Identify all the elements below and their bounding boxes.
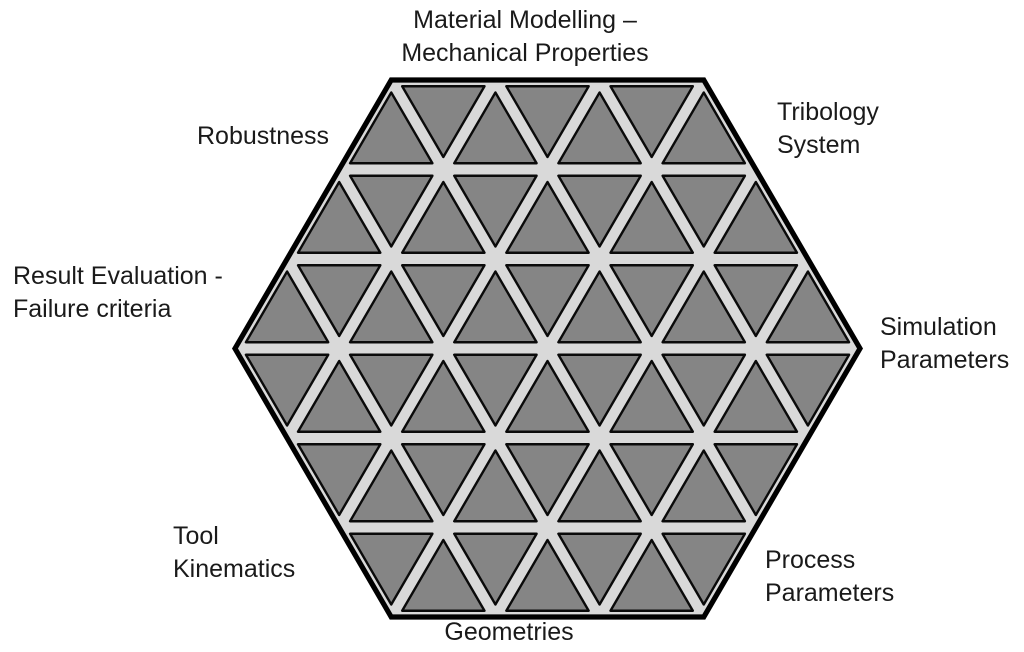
label-line: Kinematics	[173, 555, 296, 583]
mesh-triangle	[453, 270, 538, 344]
mesh-triangle	[400, 180, 486, 254]
hexagon-outline	[231, 77, 864, 620]
mesh-triangle	[400, 264, 486, 338]
mesh-triangle	[713, 264, 799, 338]
mesh-triangle	[296, 359, 382, 433]
mesh-triangle	[661, 353, 747, 427]
mesh-triangle	[713, 359, 799, 433]
mesh-triangle	[400, 538, 486, 612]
mesh-triangle	[348, 270, 434, 344]
mesh-triangle	[609, 264, 695, 338]
mesh-triangle	[453, 532, 538, 606]
mesh-triangle	[661, 532, 747, 606]
mesh-triangle	[296, 264, 382, 338]
mesh-triangle	[713, 443, 799, 517]
label-line: Tool	[173, 522, 219, 550]
mesh-triangle	[296, 443, 382, 517]
mesh-triangle	[661, 91, 747, 165]
mesh-triangle	[505, 85, 590, 159]
mesh-triangle	[609, 538, 695, 612]
mesh-triangle	[609, 359, 695, 433]
label-line: Mechanical Properties	[401, 39, 649, 67]
label-line: Material Modelling –	[413, 6, 637, 34]
mesh-triangle	[661, 174, 747, 248]
mesh-triangle	[505, 538, 590, 612]
label-line: Geometries	[444, 618, 574, 646]
mesh-triangle	[348, 353, 434, 427]
mesh-triangle	[348, 174, 434, 248]
label-line: Process	[765, 546, 856, 574]
label-line: Tribology	[777, 98, 879, 126]
label-material-modelling: Material Modelling – Mechanical Properti…	[401, 4, 648, 70]
label-line: Parameters	[880, 346, 1010, 374]
mesh-triangle	[400, 443, 486, 517]
mesh-triangle	[296, 180, 382, 254]
mesh-triangle	[400, 359, 486, 433]
mesh-triangle	[505, 443, 590, 517]
mesh-triangle	[765, 270, 851, 344]
mesh-triangle	[348, 91, 434, 165]
mesh-triangle	[765, 353, 851, 427]
mesh-triangle	[453, 174, 538, 248]
mesh-triangle	[713, 180, 799, 254]
label-robustness: Robustness	[197, 120, 329, 153]
mesh-triangle	[453, 353, 538, 427]
mesh-triangle	[244, 353, 330, 427]
label-line: Result Evaluation -	[13, 262, 223, 290]
mesh-triangle	[400, 85, 486, 159]
label-geometries: Geometries	[444, 616, 573, 649]
mesh-triangle	[244, 270, 330, 344]
label-process-parameters: Process Parameters	[765, 544, 894, 610]
mesh-triangle	[557, 174, 642, 248]
mesh-triangle	[557, 449, 642, 523]
label-line: Simulation	[880, 313, 997, 341]
mesh-triangle	[557, 270, 642, 344]
mesh-triangle	[505, 180, 590, 254]
mesh-triangle	[609, 180, 695, 254]
mesh-triangle	[348, 449, 434, 523]
mesh-triangle	[661, 449, 747, 523]
label-line: Robustness	[197, 122, 330, 150]
label-tool-kinematics: Tool Kinematics	[173, 520, 295, 586]
label-simulation-parameters: Simulation Parameters	[880, 311, 1009, 377]
mesh-triangle	[557, 91, 642, 165]
label-line: Parameters	[765, 579, 895, 607]
mesh-triangle	[557, 532, 642, 606]
mesh-triangle	[505, 359, 590, 433]
label-line: Failure criteria	[13, 295, 172, 323]
mesh-triangle	[453, 449, 538, 523]
mesh-triangle	[453, 91, 538, 165]
mesh-triangle	[661, 270, 747, 344]
mesh-triangle	[557, 353, 642, 427]
label-result-evaluation: Result Evaluation - Failure criteria	[13, 260, 223, 326]
mesh-triangle	[609, 85, 695, 159]
label-line: System	[777, 131, 861, 159]
mesh-triangle	[609, 443, 695, 517]
label-tribology-system: Tribology System	[777, 96, 879, 162]
mesh-triangle	[505, 264, 590, 338]
mesh-triangle	[348, 532, 434, 606]
